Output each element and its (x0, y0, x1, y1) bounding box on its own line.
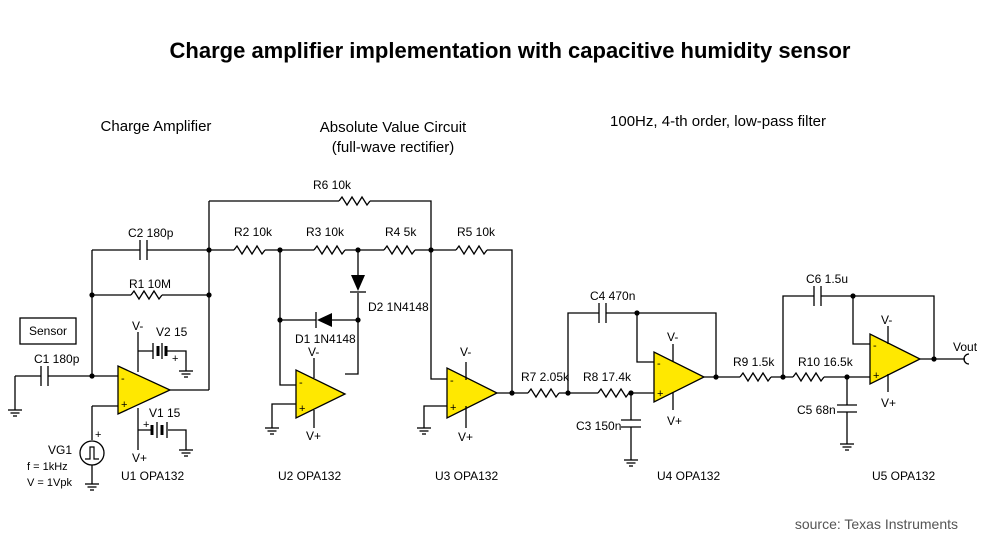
label-c5: C5 68n (797, 403, 836, 417)
label-u5: U5 OPA132 (872, 469, 935, 483)
label-r3: R3 10k (306, 225, 345, 239)
sensor-label: Sensor (29, 324, 67, 338)
page-title: Charge amplifier implementation with cap… (170, 38, 851, 63)
label-r7: R7 2.05k (521, 370, 570, 384)
u5-plus: + (873, 370, 879, 382)
label-v2: V2 15 (156, 325, 188, 339)
u1-plus: + (121, 399, 127, 411)
label-r9: R9 1.5k (733, 355, 775, 369)
u3-plus: + (450, 402, 456, 414)
absolute-value-stage: R6 10k R2 10k R3 10k R4 5k R5 10k D2 1N4… (209, 178, 528, 483)
v1-plus: + (143, 419, 149, 431)
u4-vminus: V- (667, 330, 678, 344)
u2-vplus: V+ (306, 429, 321, 443)
label-c1: C1 180p (34, 352, 80, 366)
label-c2: C2 180p (128, 226, 174, 240)
u5-vplus: V+ (881, 396, 896, 410)
label-vg1-amp: V = 1Vpk (27, 477, 72, 489)
u3-vplus: V+ (458, 430, 473, 444)
label-d1: D1 1N4148 (295, 332, 356, 346)
u1-vplus: V+ (132, 451, 147, 465)
opamp-u4 (653, 350, 706, 404)
opamp-u3 (446, 366, 499, 420)
label-c6: C6 1.5u (806, 272, 848, 286)
u2-minus: - (299, 377, 303, 389)
diode-d1 (317, 313, 332, 327)
u1-vminus: V- (132, 319, 143, 333)
section-full-wave-rectifier: (full-wave rectifier) (332, 139, 455, 156)
u4-plus: + (657, 388, 663, 400)
label-u2: U2 OPA132 (278, 469, 341, 483)
label-u1: U1 OPA132 (121, 469, 184, 483)
vout-label: Vout (953, 340, 978, 354)
opamp-u5 (869, 332, 922, 386)
label-vg1: VG1 (48, 443, 72, 457)
diode-d2 (351, 275, 365, 291)
label-d2: D2 1N4148 (368, 300, 429, 314)
label-vg1-freq: f = 1kHz (27, 461, 68, 473)
u2-vminus: V- (308, 345, 319, 359)
section-charge-amplifier: Charge Amplifier (101, 118, 212, 135)
source-credit: source: Texas Instruments (795, 516, 958, 532)
charge-amplifier-stage: Sensor C1 180p C2 180p R1 10M - + (7, 201, 212, 491)
opamp-u2 (295, 368, 347, 420)
label-r2: R2 10k (234, 225, 273, 239)
label-u3: U3 OPA132 (435, 469, 498, 483)
label-r8: R8 17.4k (583, 370, 632, 384)
signal-generator-vg1 (79, 440, 105, 466)
label-r4: R4 5k (385, 225, 417, 239)
u3-minus: - (450, 375, 454, 387)
u2-plus: + (299, 403, 305, 415)
label-r6: R6 10k (313, 178, 352, 192)
section-low-pass-filter: 100Hz, 4-th order, low-pass filter (610, 113, 826, 130)
v2-plus: + (172, 353, 178, 365)
label-c3: C3 150n (576, 419, 621, 433)
label-u4: U4 OPA132 (657, 469, 720, 483)
opamp-u1 (117, 364, 172, 416)
u1-minus: - (121, 373, 125, 385)
section-absolute-value: Absolute Value Circuit (320, 119, 467, 136)
label-r1: R1 10M (129, 277, 171, 291)
u4-vplus: V+ (667, 414, 682, 428)
label-r5: R5 10k (457, 225, 496, 239)
label-v1: V1 15 (149, 406, 181, 420)
u3-vminus: V- (460, 345, 471, 359)
label-r10: R10 16.5k (798, 355, 854, 369)
u4-minus: - (657, 358, 661, 370)
vg1-plus: + (95, 429, 101, 441)
u5-vminus: V- (881, 313, 892, 327)
sensor-box (19, 317, 77, 345)
low-pass-filter-stage: R7 2.05k R8 17.4k C4 470n C3 150n - + V-… (521, 272, 978, 483)
label-c4: C4 470n (590, 289, 635, 303)
u5-minus: - (873, 340, 877, 352)
